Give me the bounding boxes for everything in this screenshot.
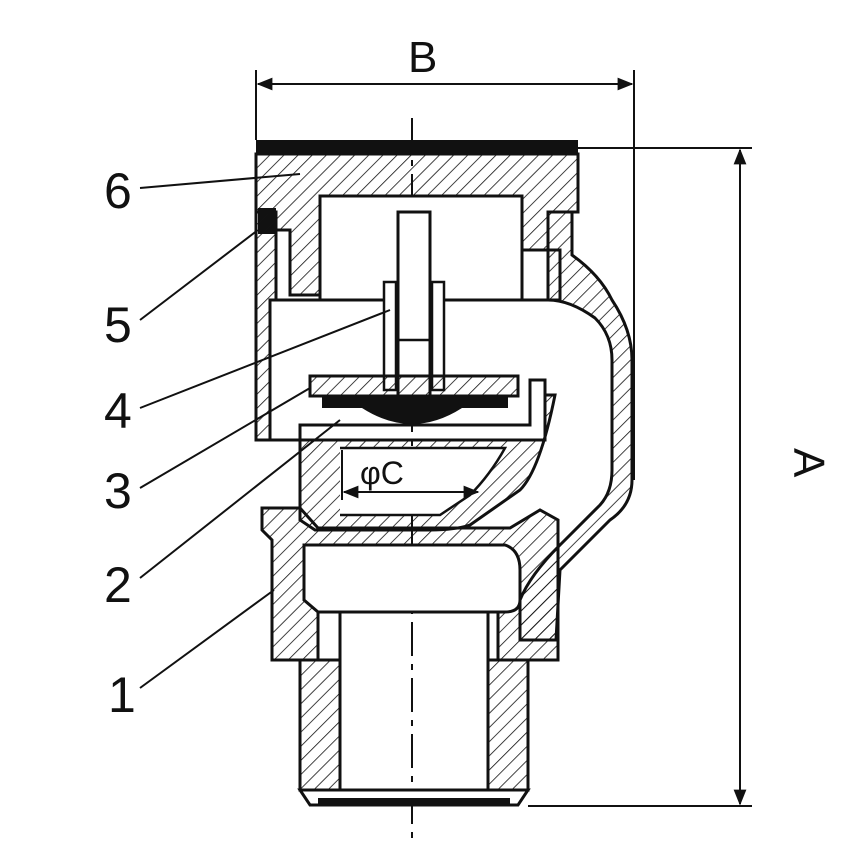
dimension-c-label: φC xyxy=(360,455,404,491)
valve-disc-part-3 xyxy=(308,374,520,408)
leader-lines xyxy=(139,173,391,689)
part-label-3: 3 xyxy=(104,463,132,519)
valve-stem-part-4 xyxy=(382,210,446,399)
threaded-inlet xyxy=(297,612,531,807)
leader-3 xyxy=(139,387,311,489)
leader-2 xyxy=(139,419,341,579)
dimension-a-label: A xyxy=(784,448,833,478)
part-label-1: 1 xyxy=(108,667,136,723)
leader-6 xyxy=(139,173,301,189)
leader-4 xyxy=(139,309,391,409)
leader-1 xyxy=(139,589,275,689)
part-label-2: 2 xyxy=(104,557,132,613)
leader-5 xyxy=(139,229,259,321)
lower-body-part-1 xyxy=(260,506,560,662)
dimension-b xyxy=(255,70,635,480)
dimension-b-label: B xyxy=(408,33,437,82)
dimension-c xyxy=(341,450,480,500)
part-label-6: 6 xyxy=(104,163,132,219)
part-label-5: 5 xyxy=(104,297,132,353)
dimension-a xyxy=(528,147,752,807)
disc-seal-part-2 xyxy=(362,408,462,424)
part-label-4: 4 xyxy=(104,383,132,439)
